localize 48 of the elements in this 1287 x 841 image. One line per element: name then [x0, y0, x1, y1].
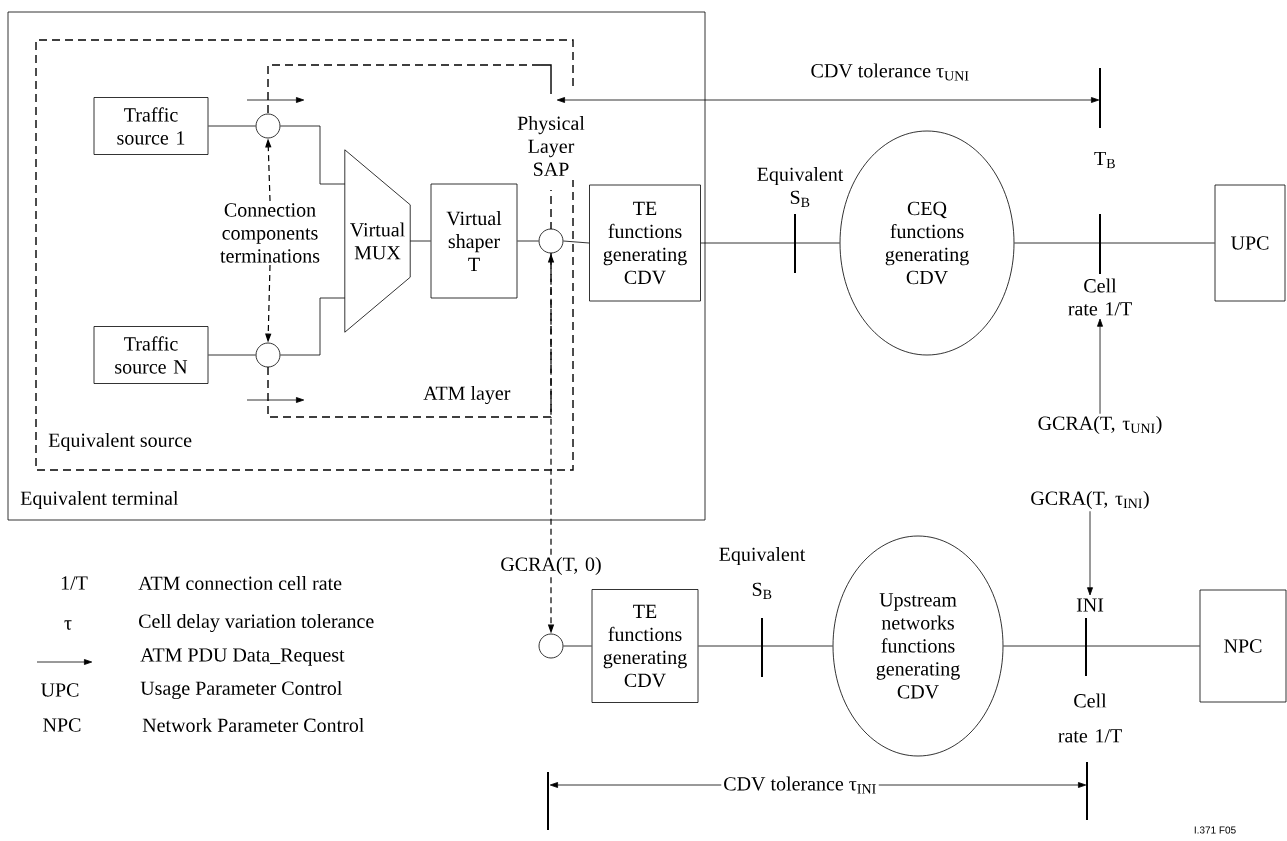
process-box: UPC — [1214, 184, 1286, 302]
legend-text: Cell delay variation tolerance — [139, 613, 374, 633]
termination-circle — [255, 113, 281, 139]
connector-line — [280, 125, 346, 185]
connector-line — [563, 645, 592, 647]
termination-circle — [538, 228, 564, 254]
legend-text: ATM PDU Data_Request — [140, 648, 345, 666]
rate-label: Cell rate 1/T — [1058, 693, 1122, 743]
process-box: Virtual shaper T — [430, 183, 518, 299]
legend-text: ATM connection cell rate — [138, 575, 342, 591]
annotation-text: GCRA(T, τ$_{INI}$) — [1031, 490, 1149, 510]
interface-label: Physical Layer SAP — [517, 115, 585, 177]
legend-text: Usage Parameter Control — [140, 680, 342, 700]
connector-line — [517, 240, 539, 242]
process-box: TE functions generating CDV — [591, 589, 699, 703]
arrow — [1087, 510, 1093, 596]
process-box: Traffic source N — [93, 326, 209, 384]
connector-line — [700, 242, 840, 244]
arrow — [1097, 318, 1103, 415]
termination-circle — [255, 342, 281, 368]
annotation-text: GCRA(T, 0) — [501, 556, 601, 576]
reference-label: T$_{B}$ — [1094, 151, 1115, 169]
reference-label: Equivalent S$_{B}$ — [719, 547, 806, 600]
legend-symbol: 1/T — [61, 576, 88, 590]
process-box: Traffic source 1 — [93, 97, 209, 155]
legend-symbol: NPC — [43, 718, 81, 732]
dimension-label: CDV tolerance τ$_{INI}$ — [721, 774, 879, 796]
connector-line — [409, 240, 431, 242]
termination-circle — [538, 633, 564, 659]
dimension-label: CDV tolerance τ$_{UNI}$ — [811, 63, 969, 81]
annotation-text: INI — [1076, 598, 1104, 612]
connector-line — [208, 125, 256, 127]
connector-line — [698, 645, 833, 647]
annotation-text: Connection components terminations — [220, 203, 320, 263]
legend-symbol: τ — [64, 620, 72, 630]
legend-symbol: UPC — [40, 683, 79, 697]
connector-line — [208, 354, 256, 356]
process-box: NPC — [1199, 589, 1287, 703]
connector-line — [1014, 242, 1215, 244]
legend-text: Network Parameter Control — [142, 717, 364, 733]
annotation-text: Cell rate 1/T — [1068, 278, 1132, 316]
connector-line — [563, 240, 590, 244]
connector-line — [280, 297, 346, 356]
figure-id: I.371 F05 — [1194, 826, 1236, 834]
connector-line — [1003, 645, 1200, 647]
process-box: TE functions generating CDV — [589, 184, 701, 302]
multiplexer-trapezoid: Virtual MUX — [344, 149, 411, 333]
annotation-text: GCRA(T, τ$_{UNI}$) — [1038, 415, 1162, 435]
